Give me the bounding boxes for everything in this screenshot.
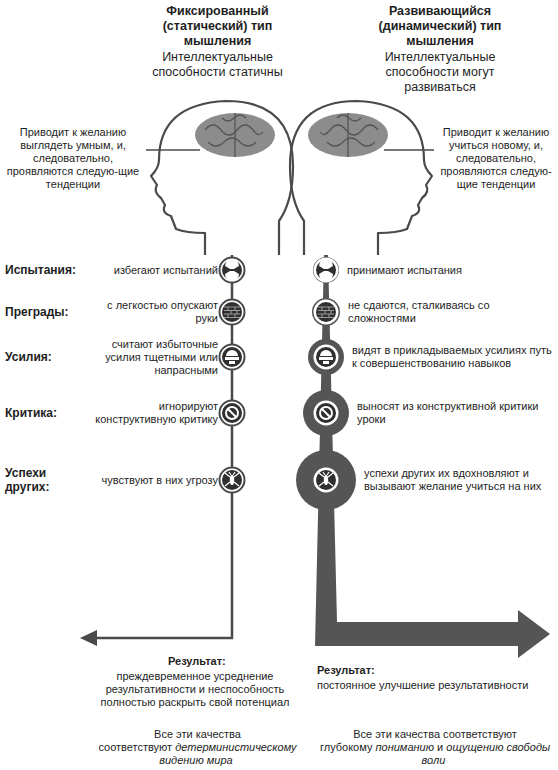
head-outline [151, 101, 293, 255]
conclusion-text: Все эти качества соответствуют глубокому… [317, 728, 553, 767]
brain [195, 113, 275, 157]
tendency-icon [296, 450, 356, 510]
column-subheading: Интеллектуальные способности статичны [145, 50, 290, 80]
leader-line [384, 149, 434, 151]
fixed-tendency: избегают испытаний [84, 264, 218, 277]
column-heading: Развивающийся (динамический) тип мышлени… [362, 4, 518, 49]
conclusion-phrase: детерминистическому видению мира [159, 741, 296, 766]
result-text: преждевременное усреднение результативно… [90, 670, 300, 709]
fixed-tendency: чувствуют в них угрозу [84, 474, 218, 487]
conclusion-phrase: пониманию [376, 741, 434, 753]
fixed-arrowhead [80, 630, 97, 646]
tendency-icon [313, 257, 339, 283]
fixed-tendency: игнорируют конструктивную критику [84, 400, 218, 426]
tendency-icon [220, 300, 245, 325]
leader-line [146, 149, 200, 151]
column-heading: Фиксированный (статический) тип мышления [145, 4, 290, 49]
tendency-icon [308, 339, 344, 375]
row-label: Критика: [5, 406, 77, 420]
growth-tendency: успехи других их вдохновляют и вызывают … [364, 467, 552, 493]
head-note: Приводит к желанию учиться новому, и, сл… [438, 126, 554, 191]
conclusion-phrase: и [437, 741, 443, 753]
growth-tendency: видят в прикладываемых усилиях путь к со… [352, 344, 552, 370]
row-label: Усилия: [5, 350, 77, 364]
column-subheading: Интеллектуальные способности могут разви… [362, 50, 518, 95]
result-text: постоянное улучшение результативности [317, 679, 553, 692]
row-label: Преграды: [5, 305, 77, 319]
fixed-tendency: считают избыточные усилия тщетными или н… [84, 338, 218, 377]
head-note: Приводит к желанию выглядеть умным, и, с… [4, 126, 142, 191]
result-heading: Результат: [317, 664, 437, 677]
tendency-icon [220, 401, 245, 426]
growth-tendency: не сдаются, сталкиваясь со сложностями [348, 299, 552, 325]
growth-tendency: выносят из конструктивной критики уроки [357, 400, 552, 426]
tendency-icon [312, 298, 340, 326]
head-outline [290, 101, 432, 255]
row-label: Успехи других: [5, 466, 77, 494]
growth-tendency: принимают испытания [347, 264, 552, 277]
tendency-icon [220, 258, 245, 283]
row-label: Испытания: [5, 263, 77, 277]
tendency-icon [220, 468, 245, 493]
fixed-tendency: с легкостью опускают руки [84, 299, 218, 325]
result-heading: Результат: [168, 655, 288, 668]
conclusion-text: Все эти качества соответствуютдетерминис… [95, 728, 300, 767]
tendency-icon [303, 390, 349, 436]
brain [308, 113, 388, 157]
tendency-icon [220, 345, 245, 370]
